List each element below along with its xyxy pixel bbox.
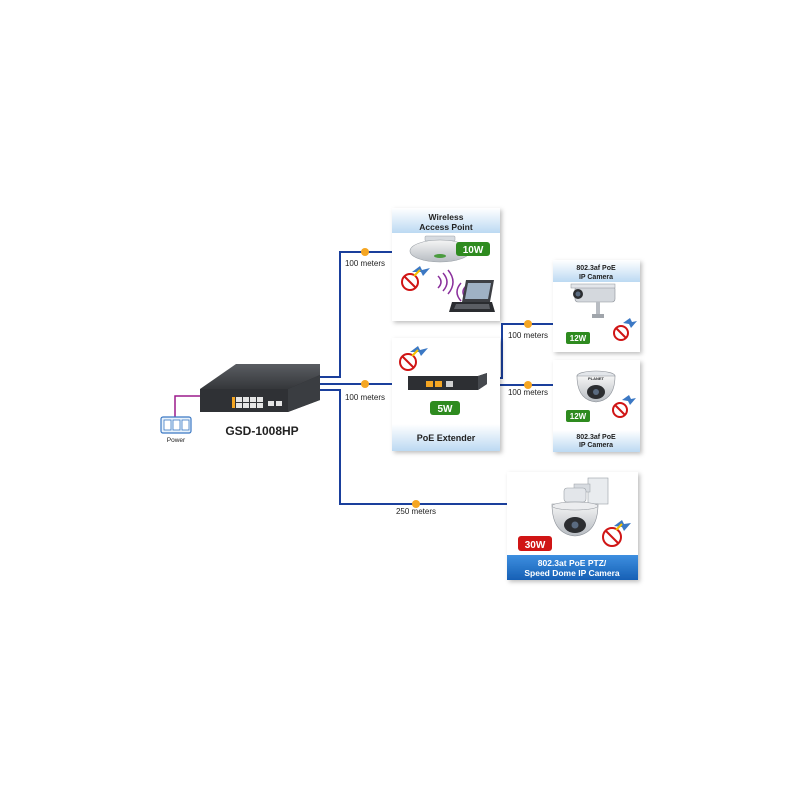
extender-card [392,338,500,451]
svg-text:12W: 12W [570,334,587,343]
camera-bottom-title: IP Camera [579,442,613,449]
switch-device: GSD-1008HP [200,364,320,438]
camera-bottom-content: PLANET 12W 802.3af PoE IP Camera [566,370,636,449]
camera-top-content: 802.3af PoE IP Camera 12W [566,265,637,344]
svg-text:30W: 30W [525,540,546,551]
extender-title: PoE Extender [417,433,476,443]
distance-dot [361,380,369,388]
no-power-adapter-icon [613,318,637,341]
ptz-camera-icon [551,477,609,537]
laptop-icon [449,280,495,312]
camera-top-title: 802.3af PoE [576,265,616,272]
wifi-signal-icon [437,269,467,302]
ptz-title: Speed Dome IP Camera [524,568,620,578]
distance-dot [524,381,532,389]
distance-label: 100 meters [508,331,548,340]
link-to-access-point [320,251,392,378]
distance-dot [412,500,420,508]
power-badge-5w: 5W [430,401,460,415]
no-power-adapter-icon [401,266,430,291]
switch-model-label: GSD-1008HP [225,424,298,438]
bullet-camera-icon [570,283,616,318]
power-badge-12w: 12W [566,332,590,344]
svg-text:12W: 12W [570,412,587,421]
no-power-adapter-icon [602,520,631,547]
camera-bottom-title: 802.3af PoE [576,434,616,441]
no-power-adapter-icon [399,346,428,371]
link-to-ptz [320,389,507,505]
distance-dot [524,320,532,328]
switch-ports [232,397,282,408]
power-outlet: Power [160,395,236,444]
no-power-adapter-icon [612,395,636,418]
power-badge-30w: 30W [518,536,552,551]
camera-top-title: IP Camera [579,274,613,281]
extender-content: 5W PoE Extender [399,346,487,443]
power-badge-10w: 10W [456,242,490,256]
ptz-title: 802.3at PoE PTZ/ [538,558,607,568]
camera-brand-text: PLANET [588,376,605,381]
dome-camera-icon: PLANET [576,370,616,403]
distance-label: 100 meters [345,393,385,402]
ptz-content: 30W 802.3at PoE PTZ/ Speed Dome IP Camer… [518,477,631,578]
svg-text:10W: 10W [463,245,484,256]
distance-dot [361,248,369,256]
access-point-content: Wireless Access Point 10W [401,212,495,312]
distance-label: 100 meters [508,388,548,397]
power-label: Power [167,437,186,444]
svg-text:5W: 5W [438,404,454,415]
access-point-icon [409,235,471,263]
distance-label: 100 meters [345,259,385,268]
access-point-title: Wireless [429,212,464,222]
distance-label: 250 meters [396,507,436,516]
extender-device-icon [408,373,487,390]
power-badge-12w: 12W [566,410,590,422]
access-point-title: Access Point [419,222,473,232]
distance-markers: 100 meters 100 meters 100 meters 100 met… [345,248,548,516]
